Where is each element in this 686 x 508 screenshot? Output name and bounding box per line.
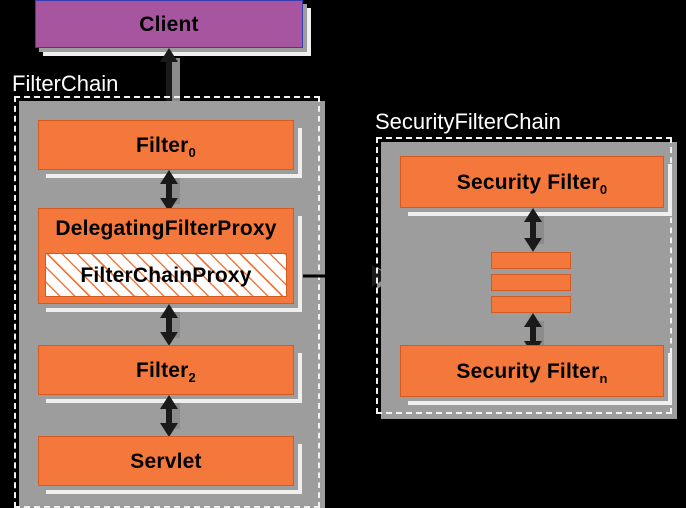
node-filter-0[interactable]: Filter0 bbox=[38, 120, 302, 178]
arrow-head-up bbox=[160, 170, 178, 184]
arrow-sf0-stack bbox=[518, 208, 548, 252]
arrow-head-up bbox=[160, 395, 178, 409]
connector-shaft bbox=[303, 274, 375, 278]
arrow-shaft bbox=[166, 310, 172, 338]
arrow-head-up bbox=[160, 48, 178, 62]
filter-chain-proxy-label: FilterChainProxy bbox=[80, 263, 252, 287]
arrow-delegating-filter2 bbox=[154, 304, 184, 346]
node-security-filter-0[interactable]: Security Filter0 bbox=[400, 156, 672, 216]
arrow-stack-sfn bbox=[518, 313, 548, 355]
arrow-shaft bbox=[166, 401, 172, 429]
node-delegating-filter-proxy[interactable]: DelegatingFilterProxy FilterChainProxy bbox=[38, 208, 302, 312]
node-filter-chain-proxy[interactable]: FilterChainProxy bbox=[45, 253, 287, 297]
client-label: Client bbox=[139, 12, 199, 36]
arrow-filter2-servlet bbox=[154, 395, 184, 437]
filter0-face: Filter0 bbox=[38, 120, 294, 170]
node-security-filter-n[interactable]: Security Filtern bbox=[400, 345, 672, 405]
servlet-label: Servlet bbox=[130, 449, 202, 473]
securitychain-group-border bbox=[376, 137, 672, 414]
dfp-label: DelegatingFilterProxy bbox=[55, 216, 277, 240]
stack-bar-2 bbox=[491, 274, 574, 294]
stack-bar-1 bbox=[491, 252, 574, 272]
sfn-label: Security Filtern bbox=[456, 359, 608, 386]
arrow-head-down bbox=[160, 332, 178, 346]
arrow-shaft bbox=[530, 319, 536, 347]
node-filter-2[interactable]: Filter2 bbox=[38, 345, 302, 403]
arrow-filter0-delegating bbox=[154, 170, 184, 212]
filterchain-group-border bbox=[14, 96, 320, 508]
sf0-face: Security Filter0 bbox=[400, 156, 664, 208]
node-servlet[interactable]: Servlet bbox=[38, 436, 302, 494]
sfn-face: Security Filtern bbox=[400, 345, 664, 397]
arrow-head-up bbox=[160, 304, 178, 318]
arrow-head-up bbox=[524, 208, 542, 222]
dfp-face: DelegatingFilterProxy FilterChainProxy bbox=[38, 208, 294, 304]
arrow-shaft bbox=[166, 56, 172, 110]
stack-bar-3 bbox=[491, 296, 574, 316]
servlet-face: Servlet bbox=[38, 436, 294, 486]
filter0-label: Filter0 bbox=[136, 133, 196, 160]
securityfilterchain-title: SecurityFilterChain bbox=[375, 109, 561, 134]
arrow-shaft bbox=[166, 176, 172, 204]
sf0-label: Security Filter0 bbox=[456, 170, 608, 197]
filter2-label: Filter2 bbox=[136, 358, 196, 385]
client-face: Client bbox=[35, 0, 303, 48]
filter2-face: Filter2 bbox=[38, 345, 294, 395]
arrow-shaft bbox=[530, 214, 536, 244]
arrow-head-up bbox=[524, 313, 542, 327]
filterchain-title: FilterChain bbox=[12, 71, 119, 96]
arrow-head-down bbox=[160, 423, 178, 437]
node-client[interactable]: Client bbox=[35, 0, 311, 56]
arrow-head-down bbox=[524, 238, 542, 252]
